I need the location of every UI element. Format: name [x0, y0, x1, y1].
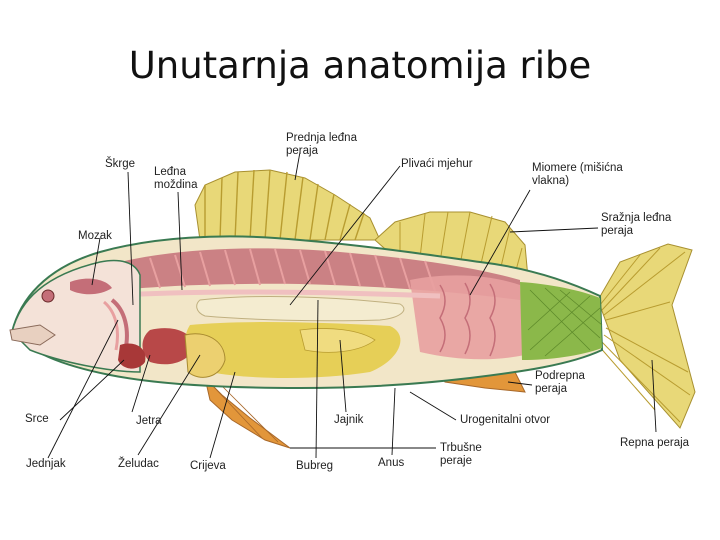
- label-pelvic-fins: Trbušne peraje: [440, 442, 482, 468]
- label-gills: Škrge: [105, 158, 135, 171]
- label-swim-bladder: Plivaći mjehur: [401, 158, 473, 171]
- eye: [42, 290, 54, 302]
- label-urogenital-opening: Urogenitalni otvor: [460, 414, 550, 427]
- label-ovary: Jajnik: [334, 414, 363, 427]
- label-heart: Srce: [25, 413, 49, 426]
- label-stomach: Želudac: [118, 458, 159, 471]
- label-kidney: Bubreg: [296, 460, 333, 473]
- label-intestine: Crijeva: [190, 460, 226, 473]
- label-tail-fin: Repna peraja: [620, 437, 689, 450]
- label-rear-dorsal-fin: Sražnja leđna peraja: [601, 212, 671, 238]
- label-liver: Jetra: [136, 415, 162, 428]
- label-anal-fin: Podrepna peraja: [535, 370, 585, 396]
- label-brain: Mozak: [78, 230, 112, 243]
- label-anus: Anus: [378, 457, 404, 470]
- label-spinal-cord: Leđna moždina: [154, 166, 197, 192]
- front-dorsal-fin: [195, 170, 380, 240]
- label-front-dorsal-fin: Prednja leđna peraja: [286, 132, 357, 158]
- label-myomeres: Miomere (mišićna vlakna): [532, 162, 623, 188]
- label-esophagus: Jednjak: [26, 458, 66, 471]
